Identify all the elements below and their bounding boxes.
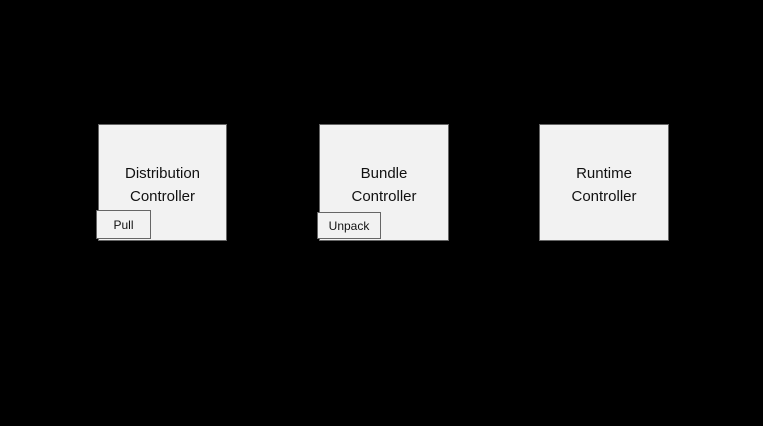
node-runtime-controller[interactable]: Runtime Controller bbox=[539, 124, 669, 241]
badge-unpack[interactable]: Unpack bbox=[317, 212, 381, 239]
node-label-runtime-controller: Runtime Controller bbox=[571, 164, 637, 205]
node-bundle-controller[interactable]: Bundle Controller Unpack bbox=[317, 124, 449, 241]
node-label-bundle-controller: Bundle Controller bbox=[351, 164, 417, 205]
badge-pull-label: Pull bbox=[113, 217, 134, 232]
badge-pull[interactable]: Pull bbox=[96, 210, 151, 239]
node-label-distribution-controller: Distribution Controller bbox=[124, 164, 201, 205]
badge-unpack-label: Unpack bbox=[328, 218, 370, 233]
node-distribution-controller[interactable]: Distribution Controller Pull bbox=[96, 124, 227, 241]
